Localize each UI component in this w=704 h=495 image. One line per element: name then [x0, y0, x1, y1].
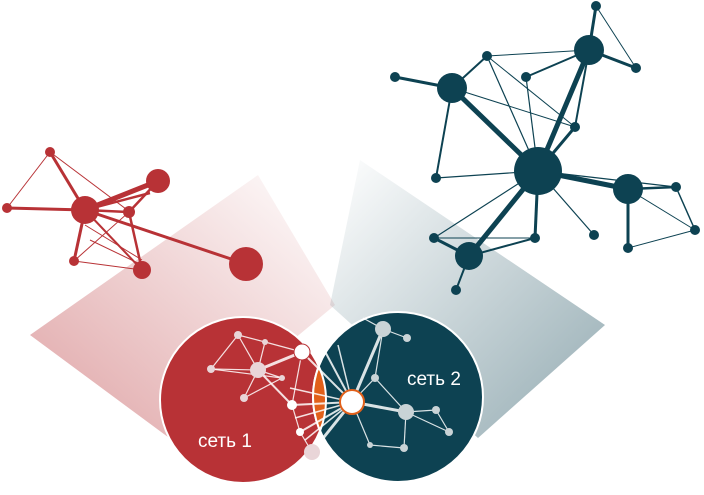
network-1-label: сеть 1 [198, 431, 252, 452]
overlap-region [312, 317, 326, 483]
beam-network-1 [30, 175, 335, 440]
network-2-circle [312, 311, 484, 483]
beam-network-2 [330, 160, 605, 438]
network-2-label: сеть 2 [407, 369, 461, 390]
inner-network-graph [207, 317, 453, 471]
network-2-graph [390, 1, 700, 295]
network-1-graph [2, 147, 263, 281]
